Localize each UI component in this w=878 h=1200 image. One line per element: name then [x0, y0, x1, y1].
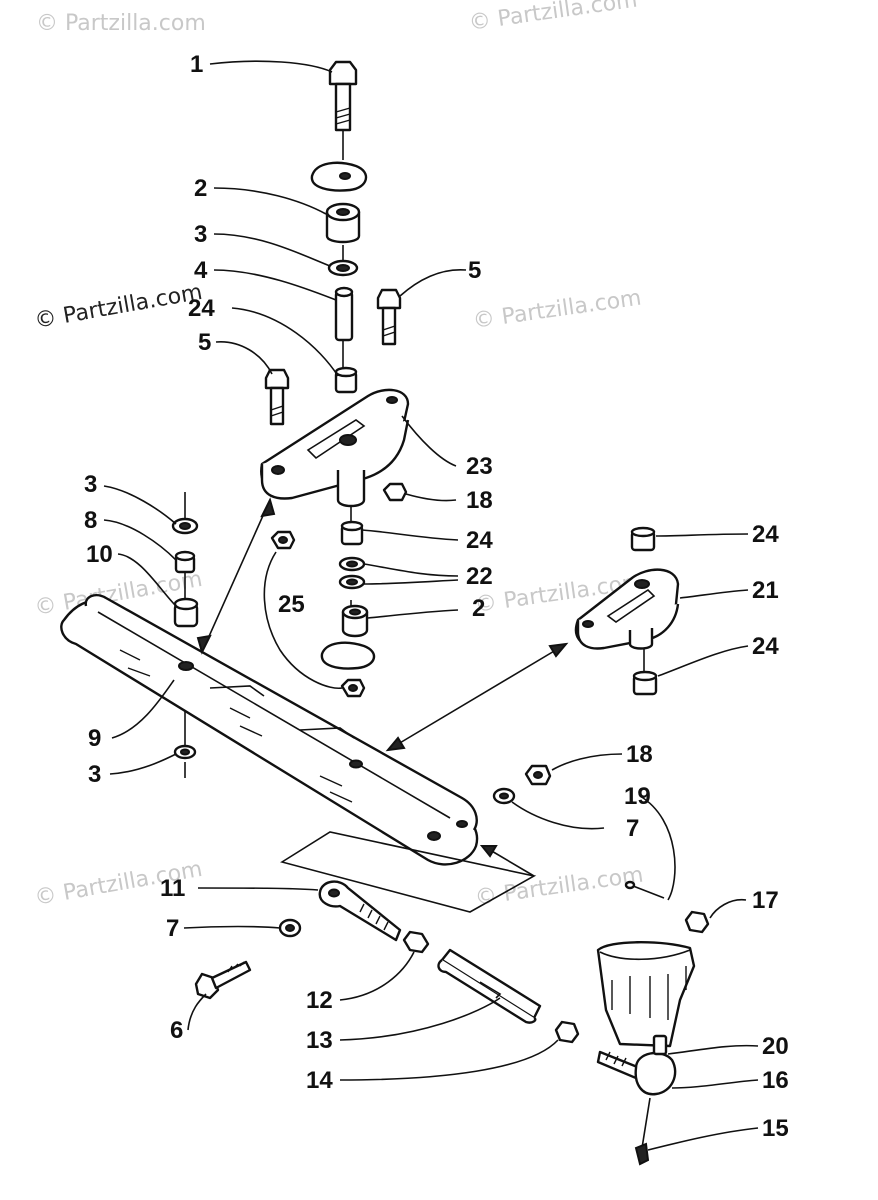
washer-part-3-upper	[327, 259, 359, 277]
callout-24: 24	[752, 633, 779, 660]
callout-16: 16	[762, 1067, 789, 1094]
jam-nut-part-14	[554, 1020, 580, 1044]
bolt-part-5-right	[376, 288, 402, 346]
callout-23: 23	[466, 453, 493, 480]
callout-2: 2	[472, 595, 485, 622]
callout-21: 21	[752, 577, 779, 604]
leader-25	[263, 551, 343, 690]
jam-nut-part-12	[402, 930, 430, 954]
bushing-part-24-mid	[340, 520, 364, 546]
washer-part-7-right	[492, 787, 516, 805]
assembly-arrow-left	[196, 497, 276, 655]
bolt-part-6	[194, 960, 252, 1000]
callout-6: 6	[170, 1017, 183, 1044]
callout-15: 15	[762, 1115, 789, 1142]
ball-joint-part-20	[596, 1034, 677, 1096]
callout-3: 3	[194, 221, 207, 248]
callout-5: 5	[198, 329, 211, 356]
nut-part-18-right	[524, 764, 552, 786]
callout-14: 14	[306, 1067, 333, 1094]
nut-part-25-bottom	[340, 678, 366, 698]
tie-rod-end-part-11	[318, 880, 402, 942]
tie-bar-part-9	[60, 594, 479, 866]
bushing-part-2-upper	[325, 202, 361, 244]
callout-5: 5	[468, 257, 481, 284]
callout-13: 13	[306, 1027, 333, 1054]
callout-24: 24	[188, 295, 215, 322]
nut-part-25-small	[270, 530, 296, 550]
watermark: © Partzilla.com	[36, 11, 206, 36]
callout-7: 7	[166, 915, 179, 942]
cotter-pin-part-19	[624, 880, 665, 899]
steering-arm-part-23	[260, 388, 410, 508]
callout-22: 22	[466, 563, 493, 590]
watermark: © Partzilla.com	[471, 286, 643, 334]
spindle-housing	[596, 941, 696, 1048]
watermark: © Partzilla.com	[33, 280, 205, 334]
callout-25: 25	[278, 591, 305, 618]
bushing-part-8	[174, 550, 196, 574]
assembly-arrow-right	[385, 642, 569, 752]
washer-part-7-left	[278, 918, 302, 938]
callout-17: 17	[752, 887, 779, 914]
callout-3: 3	[88, 761, 101, 788]
callout-7: 7	[626, 815, 639, 842]
watermark: © Partzilla.com	[473, 863, 645, 911]
callout-12: 12	[306, 987, 333, 1014]
bushing-part-24-right-top	[630, 526, 656, 552]
bushing-part-24-upper	[334, 366, 358, 394]
callout-10: 10	[86, 541, 113, 568]
watermark: © Partzilla.com	[467, 0, 639, 36]
callout-8: 8	[84, 507, 97, 534]
callout-4: 4	[194, 257, 208, 284]
callout-24: 24	[466, 527, 493, 554]
callout-1: 1	[190, 51, 203, 78]
bushing-part-10	[173, 597, 199, 628]
leader-lines	[103, 60, 759, 1151]
bolt-part-1	[328, 60, 358, 132]
washers-part-22	[338, 556, 366, 590]
castle-nut-part-17	[684, 910, 710, 934]
bushing-part-24-right-bottom	[632, 670, 658, 696]
callout-2: 2	[194, 175, 207, 202]
callout-18: 18	[466, 487, 493, 514]
nut-part-18-upper	[382, 482, 408, 502]
steering-arm-part-21	[574, 568, 680, 650]
callout-labels: 1 2 3 4 24 5 5 3 8 10 25 9 3 23 18 24 22…	[84, 51, 789, 1142]
washer-part-3-left	[171, 517, 199, 535]
detail-frame	[280, 831, 537, 913]
callout-9: 9	[88, 725, 101, 752]
callout-19: 19	[624, 783, 651, 810]
callout-3: 3	[84, 471, 97, 498]
callout-24: 24	[752, 521, 779, 548]
sleeve-part-4	[334, 286, 354, 342]
washer-part-3-lower	[173, 744, 197, 760]
bushing-part-2-lower	[341, 604, 369, 638]
grease-fitting-part-15	[634, 1097, 651, 1166]
bolt-part-5-left	[264, 368, 290, 426]
washer-plate-lower	[320, 641, 376, 670]
callout-18: 18	[626, 741, 653, 768]
callout-20: 20	[762, 1033, 789, 1060]
callout-11: 11	[160, 875, 185, 902]
adjuster-sleeve-part-13	[437, 948, 542, 1024]
washer-plate-upper	[310, 161, 368, 192]
